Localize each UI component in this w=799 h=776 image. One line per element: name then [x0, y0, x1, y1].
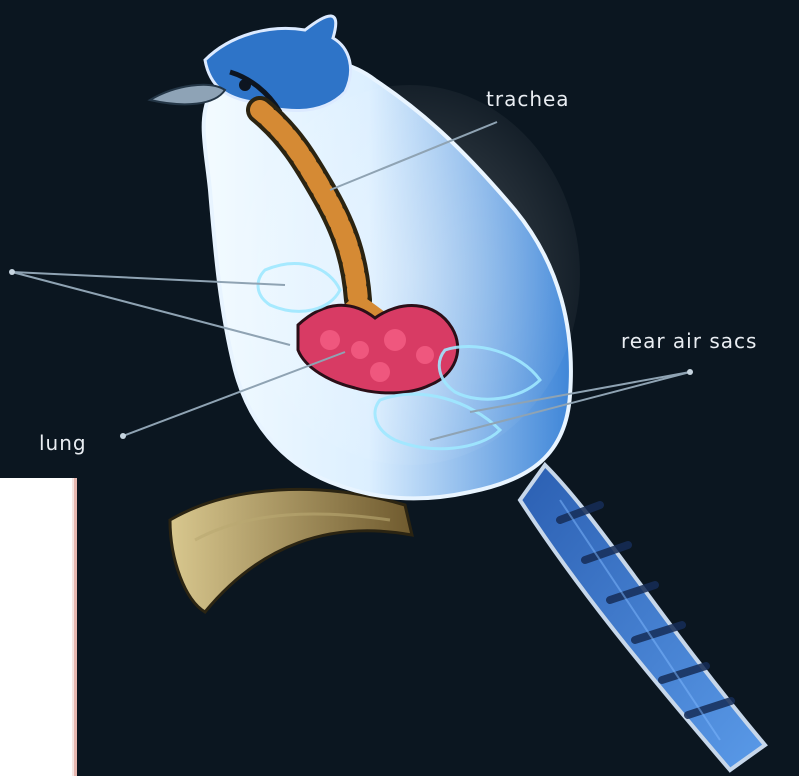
- tail: [520, 465, 765, 770]
- side-panel: [0, 478, 77, 776]
- front-air-sacs-pointer: [9, 269, 15, 275]
- lung-pointer: [120, 433, 126, 439]
- label-trachea: trachea: [486, 87, 570, 111]
- bird-head: [150, 16, 351, 112]
- rear-air-sacs-pointer: [687, 369, 693, 375]
- branch: [170, 489, 412, 612]
- label-rear-air-sacs: rear air sacs: [621, 329, 757, 353]
- label-lung: lung: [39, 431, 87, 455]
